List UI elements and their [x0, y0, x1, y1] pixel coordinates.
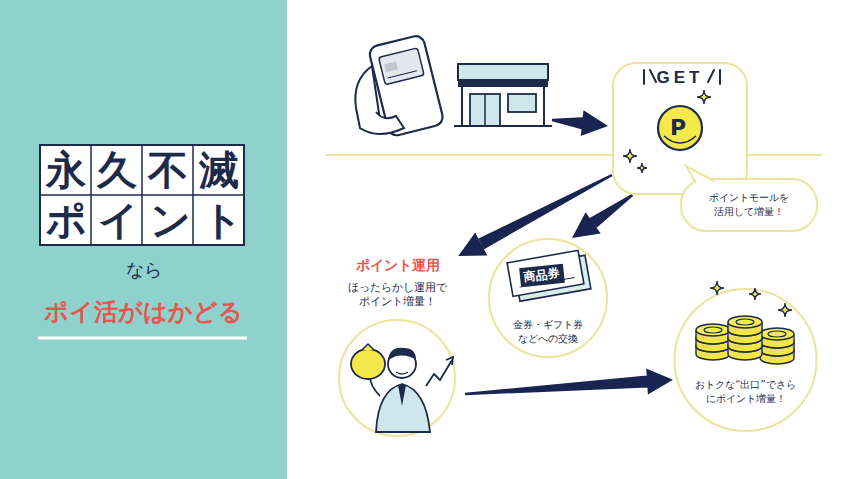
sparkle — [710, 281, 724, 295]
flow-arrow — [552, 110, 608, 136]
coins-art — [673, 268, 818, 440]
illustration-part — [360, 112, 404, 134]
connector-text: なら — [0, 258, 287, 282]
coin-mark — [704, 327, 722, 333]
illustration-part — [650, 70, 656, 82]
store-icon — [454, 64, 552, 126]
sparkle — [697, 90, 711, 104]
coin-letter: P — [666, 113, 690, 143]
illustration-part — [489, 239, 607, 357]
illustration-part — [396, 372, 408, 374]
illustration-part — [643, 70, 645, 84]
coin-mark — [768, 331, 786, 337]
diagram-node: ポイント運用ほったらかし運用でポイント増量！ — [330, 256, 465, 440]
get-heading: GET — [614, 64, 746, 88]
underline — [38, 337, 247, 340]
illustration-part — [458, 64, 548, 80]
title-text: 永久不滅ポイント — [40, 145, 258, 245]
tagline: ポイ活がはかどる — [0, 296, 287, 328]
illustration-part — [484, 94, 486, 126]
coin-mark — [736, 319, 754, 325]
diagram-node: 金券・ギフト券などへの交換 — [488, 238, 608, 358]
illustration-part — [719, 70, 721, 84]
sparkle — [623, 149, 637, 163]
coin-top — [760, 328, 794, 340]
illustration-part — [710, 281, 792, 317]
illustration-part — [388, 71, 417, 78]
teal-panel — [0, 0, 287, 479]
node-body: 金券・ギフト券などへの交換 — [510, 318, 586, 345]
illustration-part — [696, 316, 794, 364]
illustration-part — [508, 94, 536, 112]
sparkle — [778, 303, 792, 317]
illustration-part — [458, 80, 548, 87]
node-body: ほったらかし運用でポイント増量！ — [345, 280, 450, 308]
illustration-part — [339, 320, 455, 436]
node-heading: ポイント運用 — [330, 256, 465, 274]
coin-top — [696, 324, 730, 336]
illustration-part — [376, 384, 430, 432]
illustration-part — [446, 357, 453, 365]
bubble-text: ポイントモールを活用して増量！ — [706, 191, 792, 220]
node-body: おトクな“出口”でさらにポイント増量！ — [693, 378, 799, 405]
illustration-part — [507, 250, 584, 296]
flow-arrow — [465, 369, 673, 396]
coin-top — [728, 316, 762, 328]
illustration-part — [388, 348, 416, 360]
illustration-part — [362, 344, 374, 350]
illustration-part — [426, 360, 452, 386]
illustration-part — [384, 61, 398, 72]
illustration-part — [470, 94, 500, 126]
illustration-part — [708, 70, 714, 82]
sparkle — [637, 163, 647, 173]
illustration-part — [623, 90, 711, 173]
illustration-part — [686, 166, 714, 183]
diagram-node: おトクな“出口”でさらにポイント増量！ — [673, 268, 818, 440]
sparkle — [749, 288, 761, 300]
illustration-part — [379, 48, 425, 85]
illustration-part — [398, 385, 406, 406]
illustration-part — [507, 249, 591, 302]
illustration-part — [40, 194, 244, 196]
phone-card-icon — [355, 34, 444, 137]
illustration-part — [351, 349, 385, 379]
diagram-node: ポイントモールを活用して増量！ — [680, 178, 818, 232]
illustration-part — [675, 289, 817, 431]
illustration-part — [454, 125, 552, 127]
point-coin — [658, 106, 702, 150]
flow-arrow — [572, 194, 633, 238]
